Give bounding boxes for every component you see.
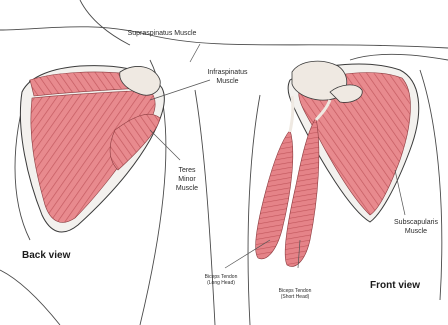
label-teres-minor: Teres Minor Muscle	[172, 166, 202, 193]
back-view-title: Back view	[22, 250, 70, 262]
front-view-title: Front view	[370, 280, 420, 292]
label-biceps-long-head: Biceps Tendon (Long Head)	[196, 274, 246, 286]
label-infraspinatus: Infraspinatus Muscle	[200, 68, 255, 86]
label-subscapularis: Subscapularis Muscle	[386, 218, 446, 236]
label-biceps-short-head: Biceps Tendon (Short Head)	[270, 288, 320, 300]
label-supraspinatus: Supraspinatus Muscle	[112, 29, 212, 38]
